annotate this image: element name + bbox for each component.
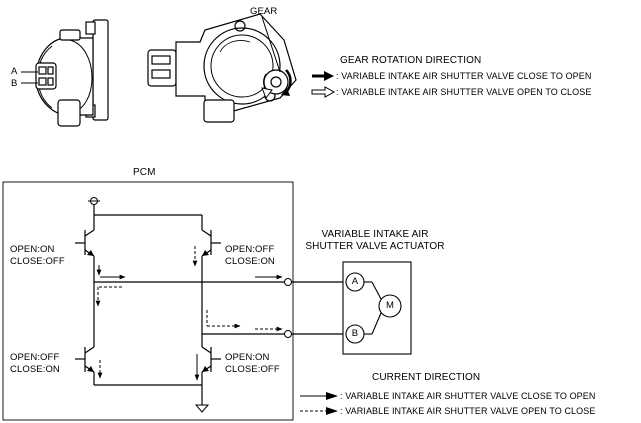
tr-state-open: OPEN:OFF <box>225 244 275 255</box>
gear-arrow-hollow <box>261 87 273 100</box>
power-symbol <box>88 197 100 205</box>
pin-a-label: A <box>11 66 18 77</box>
pcm-label: PCM <box>133 167 156 178</box>
motor-label: M <box>385 300 394 311</box>
actuator-title-line1: VARIABLE INTAKE AIR <box>321 229 429 240</box>
actuator-box <box>342 261 412 355</box>
gear-leader <box>261 16 281 73</box>
tl-state-close: CLOSE:OFF <box>10 256 65 267</box>
br-state-close: CLOSE:OFF <box>225 364 280 375</box>
actuator-terminal-b-label: B <box>351 328 359 339</box>
gear-legend-title: GEAR ROTATION DIRECTION <box>340 55 482 66</box>
current-legend-solid-text: : VARIABLE INTAKE AIR SHUTTER VALVE CLOS… <box>340 391 596 401</box>
connector-side-view <box>35 19 109 127</box>
bl-state-close: CLOSE:ON <box>10 364 60 375</box>
actuator-title-line2: SHUTTER VALVE ACTUATOR <box>305 241 445 252</box>
gear-label: GEAR <box>250 6 278 17</box>
legend-arrow-solid <box>312 71 334 81</box>
current-legend-dashed <box>300 407 338 415</box>
ground-symbol <box>194 404 210 413</box>
current-arrows-dashed <box>95 246 283 379</box>
motor-wiring <box>364 281 382 335</box>
tl-state-open: OPEN:ON <box>10 244 55 255</box>
pin-b-label: B <box>11 78 18 89</box>
br-state-open: OPEN:ON <box>225 352 270 363</box>
gear-legend-hollow-text: : VARIABLE INTAKE AIR SHUTTER VALVE OPEN… <box>336 87 592 97</box>
transistor-emitter-arrows <box>87 250 209 372</box>
actuator-terminal-a-label: A <box>351 276 359 287</box>
output-terminal-a <box>284 278 292 286</box>
output-terminal-b <box>284 330 292 338</box>
gear-legend-solid-text: : VARIABLE INTAKE AIR SHUTTER VALVE CLOS… <box>336 71 592 81</box>
actuator-body <box>147 13 297 123</box>
current-legend-dashed-text: : VARIABLE INTAKE AIR SHUTTER VALVE OPEN… <box>340 406 596 416</box>
pcm-box <box>2 181 294 421</box>
current-arrows-solid <box>96 265 283 381</box>
motor-symbol <box>378 294 402 318</box>
legend-arrow-hollow <box>311 86 336 98</box>
current-legend-title: CURRENT DIRECTION <box>372 372 481 383</box>
tr-state-close: CLOSE:ON <box>225 256 275 267</box>
current-legend-solid <box>300 392 338 400</box>
gear-arrow-solid-head <box>281 88 290 96</box>
h-bridge-wiring <box>75 205 343 405</box>
bl-state-open: OPEN:OFF <box>10 352 60 363</box>
